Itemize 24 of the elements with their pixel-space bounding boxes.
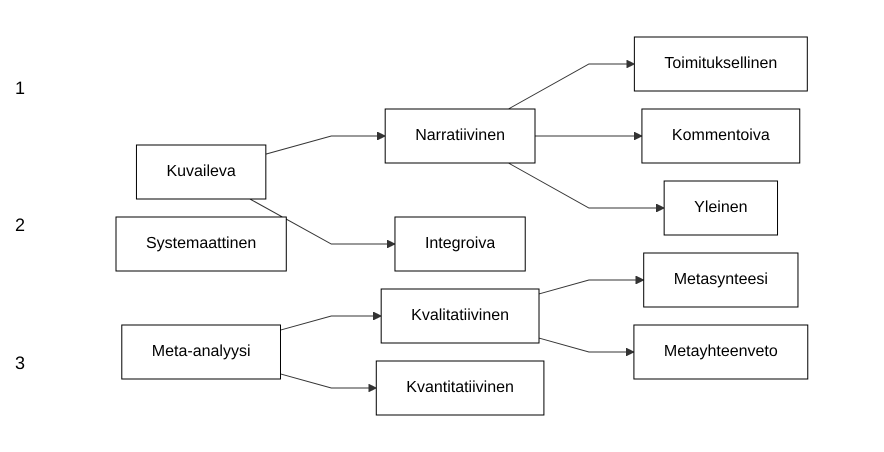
node-box: Kvantitatiivinen xyxy=(376,360,545,416)
arrow xyxy=(250,198,396,248)
node-box: Metasynteesi xyxy=(643,252,799,308)
arrow xyxy=(280,373,377,392)
node-box: Toimituksellinen xyxy=(634,36,808,92)
row-number: 2 xyxy=(14,215,25,236)
arrow xyxy=(538,276,644,294)
node-box: Kommentoiva xyxy=(642,108,800,164)
row-number: 3 xyxy=(14,352,25,374)
node-box: Metayhteenveto xyxy=(634,324,808,380)
row-number: 1 xyxy=(14,78,25,100)
node-box: Integroiva xyxy=(394,216,526,272)
node-box: Kvalitatiivinen xyxy=(380,288,540,344)
node-box: Narratiivinen xyxy=(384,108,536,164)
node-box: Meta-analyysi xyxy=(121,324,282,380)
node-box: Systemaattinen xyxy=(116,216,287,272)
arrow xyxy=(538,338,634,356)
arrow xyxy=(508,60,635,110)
node-box: Kuvaileva xyxy=(136,144,266,200)
node-box: Yleinen xyxy=(664,180,778,236)
arrow xyxy=(508,162,665,212)
arrow xyxy=(534,132,642,140)
arrow xyxy=(280,312,382,331)
arrow xyxy=(265,132,386,155)
